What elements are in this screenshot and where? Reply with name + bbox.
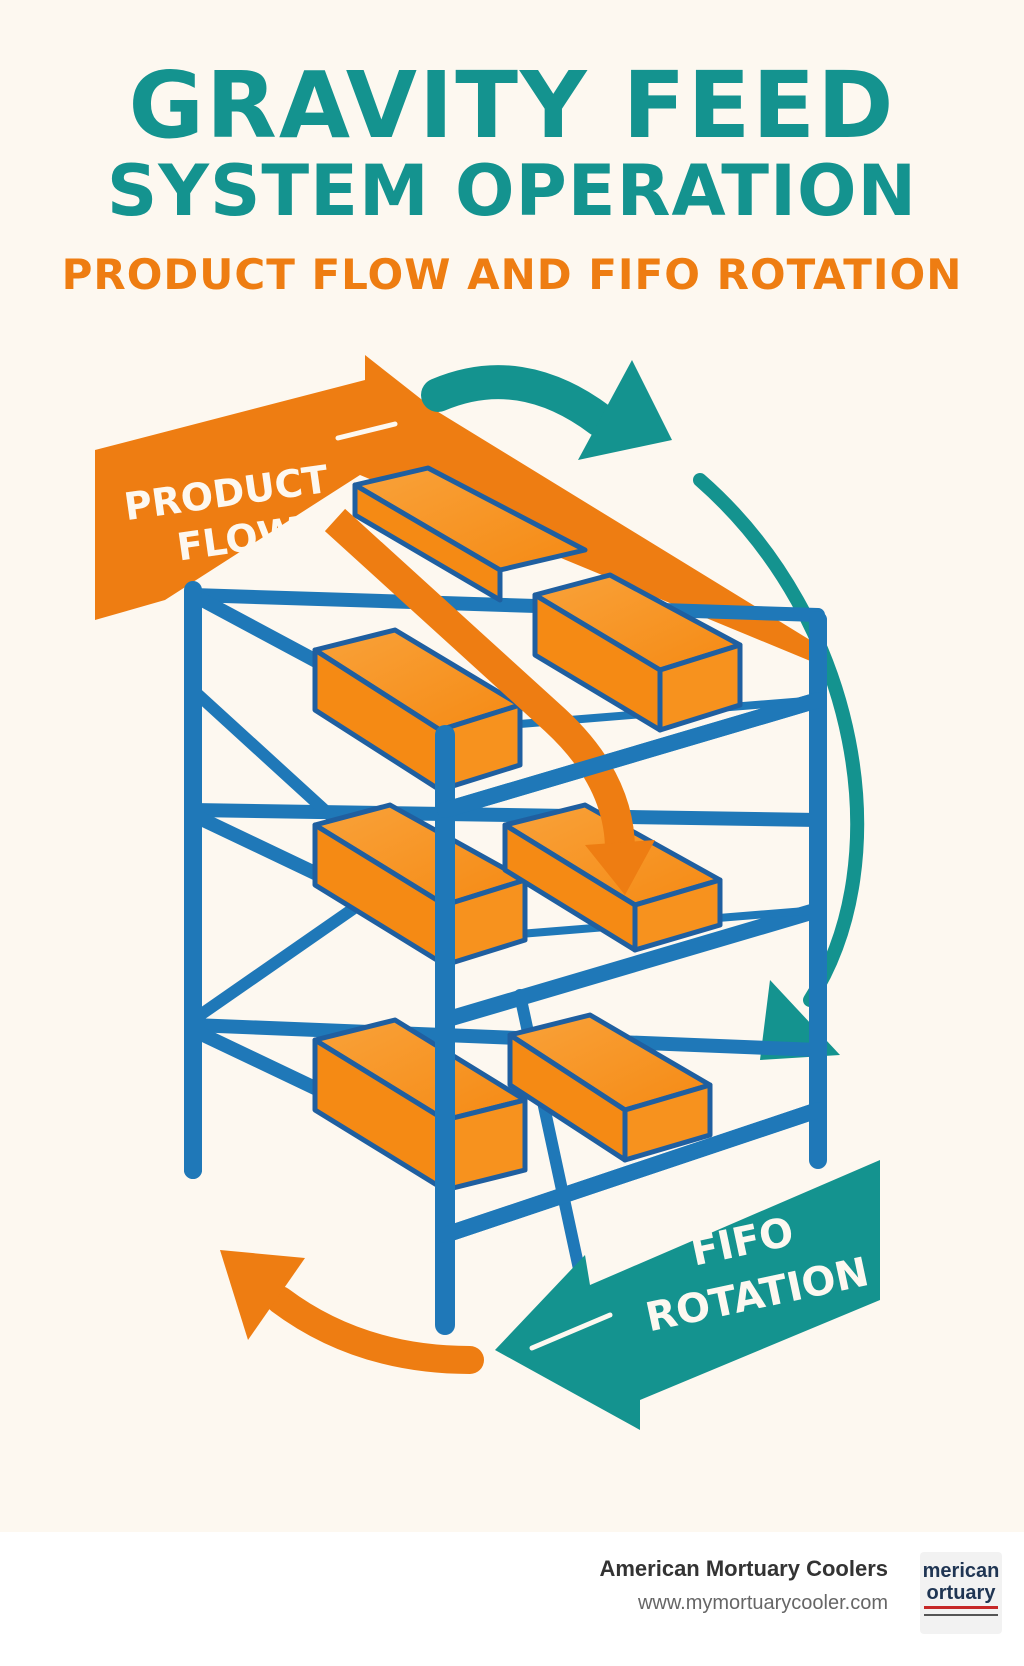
box-upper-left: [312, 627, 523, 793]
box-top-back: [352, 465, 588, 603]
box-bottom-left: [312, 1017, 528, 1193]
box-middle-left: [312, 802, 528, 968]
brand-url[interactable]: www.mymortuarycooler.com: [637, 1592, 888, 1614]
footer: [0, 1532, 1024, 1666]
logo-text-2: ortuary: [926, 1582, 996, 1604]
rotation-arrow-top-icon: [421, 360, 672, 460]
brand-name: American Mortuary Coolers: [599, 1556, 888, 1581]
fifo-rotation-arrow-banner: [495, 1160, 880, 1430]
rotation-arrow-right-icon: [693, 473, 865, 1060]
gravity-feed-diagram: PRODUCT FLOW: [95, 355, 880, 1430]
logo-text-1: merican: [922, 1560, 1000, 1582]
box-bottom-right: [507, 1012, 713, 1163]
box-top-right: [532, 572, 743, 733]
product-flow-inner-arrow-icon: [324, 508, 655, 895]
logo-stripe-red: [924, 1606, 998, 1609]
rack-front-posts: [184, 586, 827, 1335]
rotation-arrow-bottom-icon: [220, 1250, 484, 1374]
brand-logo: merican ortuary: [920, 1552, 1002, 1634]
page-title-line-1: GRAVITY FEED: [128, 52, 896, 159]
page-title-line-2: SYSTEM OPERATION: [106, 150, 918, 232]
logo-stripe-gray: [924, 1614, 998, 1616]
page-subtitle: PRODUCT FLOW AND FIFO ROTATION: [61, 250, 963, 299]
